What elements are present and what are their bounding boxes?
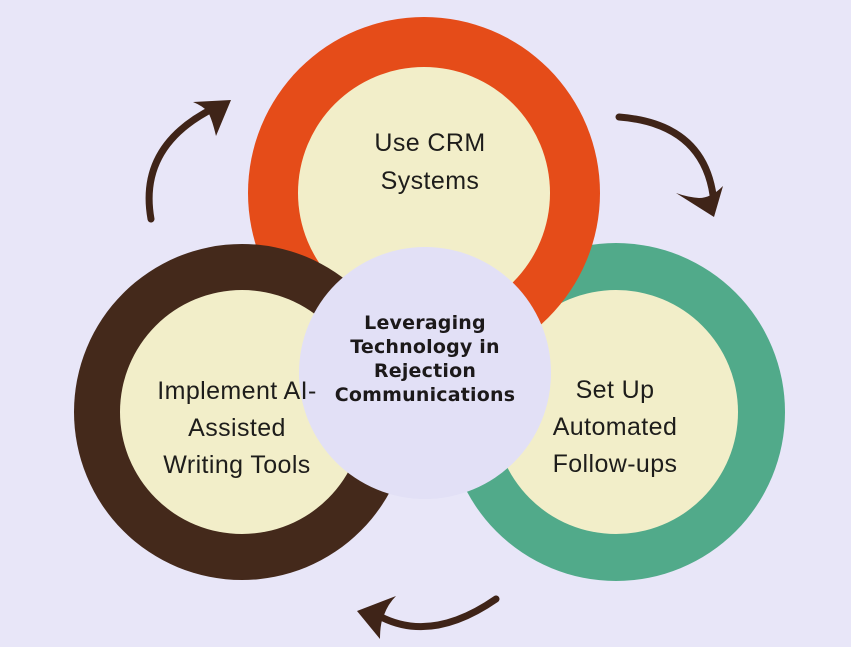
right-circle-label: Set Up Automated Follow-ups <box>552 376 678 478</box>
curved-arrow-top-to-right-icon <box>615 113 723 217</box>
center-circle <box>299 247 551 499</box>
left-circle-label: Implement AI- Assisted Writing Tools <box>157 377 317 479</box>
center-title: Leveraging Technology in Rejection Commu… <box>334 312 516 406</box>
curved-arrow-left-to-top-icon <box>145 100 231 223</box>
curved-arrow-right-to-left-icon <box>357 595 500 639</box>
top-circle-label: Use CRM Systems <box>374 129 486 195</box>
